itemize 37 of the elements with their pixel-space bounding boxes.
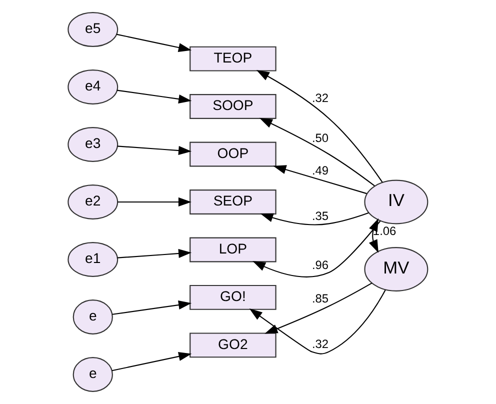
arrow [112, 300, 192, 315]
node-ellipse: e [72, 300, 113, 334]
arrow [112, 352, 192, 372]
node-ellipse: e5 [68, 12, 118, 47]
arrow [273, 165, 367, 194]
node-ellipse: e3 [68, 127, 118, 162]
arrow [256, 70, 383, 182]
arrow [249, 290, 386, 354]
node-ellipse: e1 [68, 242, 118, 277]
node-box: GO! [190, 284, 276, 310]
node-box: LOP [190, 237, 276, 262]
node-box: GO2 [190, 332, 276, 358]
edge-label: .49 [312, 164, 329, 178]
arrow [259, 118, 375, 186]
node-box: TEOP [190, 46, 276, 72]
edge-label: .85 [312, 292, 329, 306]
arrow [252, 220, 381, 278]
node-ellipse: MV [364, 247, 428, 292]
node-box: OOP [190, 142, 276, 167]
edge-label: .32 [312, 337, 329, 352]
node-box: SEOP [190, 190, 276, 214]
arrow [260, 212, 369, 226]
edge-label: .32 [312, 90, 329, 105]
arrow [116, 90, 192, 104]
node-ellipse: IV [364, 180, 428, 224]
edge-label: .96 [312, 258, 329, 272]
arrow [118, 197, 192, 207]
node-ellipse: e [72, 357, 113, 392]
edge-label: .35 [312, 209, 329, 224]
node-ellipse: e4 [68, 70, 118, 104]
edge-label: .50 [312, 131, 329, 146]
arrow [264, 282, 372, 334]
node-ellipse: e2 [68, 184, 118, 220]
node-box: SOOP [190, 94, 276, 120]
arrow [117, 146, 192, 156]
arrow [116, 34, 192, 52]
arrow [117, 248, 192, 258]
